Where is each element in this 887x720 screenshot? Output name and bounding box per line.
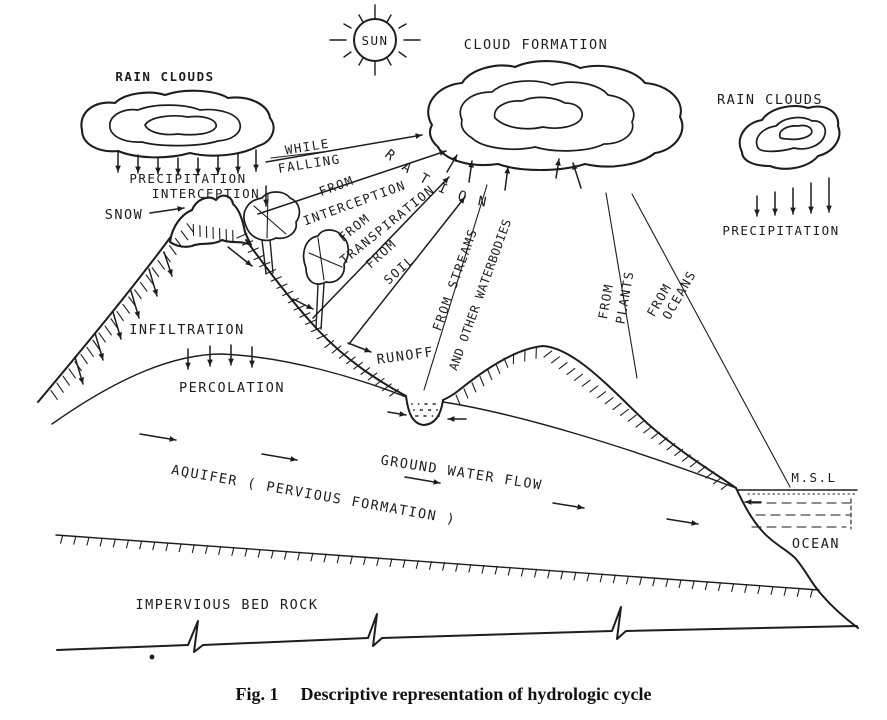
cloud-formation-icon (427, 60, 684, 172)
label-impervious-bed-rock: IMPERVIOUS BED ROCK (136, 597, 319, 613)
label-precipitation-left: PRECIPITATION (129, 171, 246, 186)
label-while: WHILE (284, 136, 331, 158)
figure-title: Descriptive representation of hydrologic… (300, 684, 652, 704)
stream-channel (405, 395, 444, 426)
figure-number: Fig. 1 (235, 684, 279, 704)
label-precipitation-right: PRECIPITATION (722, 223, 839, 238)
tree-icon (243, 191, 301, 274)
hill (442, 345, 737, 489)
label-ocean: OCEAN (792, 536, 840, 552)
label-infiltration: INFILTRATION (129, 322, 245, 338)
water-table-left (51, 353, 407, 425)
sun-rays (329, 4, 421, 76)
label-from-plants-1: FROM (595, 282, 616, 320)
from-streams-line (423, 184, 488, 391)
diagram-labels: RAIN CLOUDS CLOUD FORMATION RAIN CLOUDS … (0, 0, 840, 613)
label-from-plants-2: PLANTS (612, 269, 636, 325)
terrain (37, 194, 859, 660)
label-msl: M.S.L (791, 470, 836, 485)
from-oceans-line (631, 193, 791, 488)
label-runoff: RUNOFF (376, 344, 435, 368)
label-interception: INTERCEPTION (152, 186, 260, 201)
label-snow: SNOW (105, 207, 144, 223)
label-rain-clouds-right: RAIN CLOUDS (717, 92, 823, 108)
sun-icon: SUN (329, 4, 421, 76)
label-from-interception-1: FROM (317, 173, 356, 199)
mountain-left-slope (37, 215, 187, 403)
tree-icon (302, 229, 350, 330)
sun-label: SUN (361, 33, 388, 48)
evaporation-lines (270, 150, 791, 488)
snow-cap (168, 194, 253, 248)
bedrock-line (56, 606, 858, 653)
water-table-right (442, 401, 737, 489)
figure-caption: Fig. 1 Descriptive representation of hydr… (0, 684, 887, 705)
impervious-layer-line (55, 534, 820, 591)
diagram-decorations (50, 133, 832, 598)
ocean-water-dashes (751, 498, 852, 530)
rain-cloud-right-icon (738, 105, 841, 170)
label-rain-clouds-left: RAIN CLOUDS (115, 69, 214, 84)
shoreline (735, 487, 859, 629)
from-plants-line (605, 192, 638, 379)
label-percolation: PERCOLATION (179, 380, 285, 396)
label-cloud-formation: CLOUD FORMATION (464, 37, 608, 53)
rain-cloud-left-icon (80, 89, 275, 159)
label-ground-water-flow: GROUND WATER FLOW (380, 452, 544, 493)
ink-blot (149, 654, 155, 660)
